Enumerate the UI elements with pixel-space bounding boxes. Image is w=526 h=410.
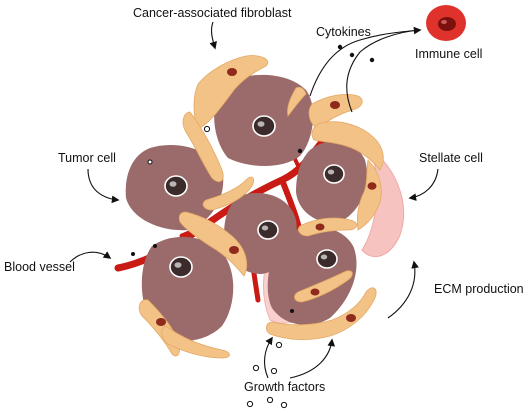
cytokines-arrow-lower — [346, 29, 421, 113]
tumor-cell — [125, 144, 224, 231]
growth-factors-arrow-1 — [263, 336, 273, 379]
fibroblast — [298, 217, 357, 237]
tumor-cell-label: Tumor cell — [58, 151, 116, 165]
ecm-production-arrow — [387, 260, 419, 319]
fibroblast — [178, 211, 248, 277]
stellate-cell-arrow — [408, 168, 439, 201]
tumor-cell — [214, 74, 314, 166]
fibroblast — [356, 159, 382, 231]
fibroblast — [266, 287, 377, 340]
immune-cell-label: Immune cell — [415, 47, 483, 61]
cytokine-particles — [131, 44, 375, 313]
stellate-cell-label: Stellate cell — [419, 151, 483, 165]
caf-label: Cancer-associated fibroblast — [133, 6, 292, 20]
fibroblast — [311, 121, 384, 171]
fibroblasts — [138, 55, 384, 359]
fibroblast — [294, 270, 353, 303]
tumor-cell — [267, 226, 357, 325]
ecm-production-label: ECM production — [434, 282, 524, 296]
growth-factors-label: Growth factors — [244, 380, 326, 394]
blood-vessel-arrow — [69, 251, 112, 263]
fibroblast — [202, 176, 254, 211]
immune-cell — [426, 5, 466, 41]
fibroblast — [287, 86, 307, 117]
growth-factor-particles — [147, 125, 288, 409]
cytokines-label: Cytokines — [316, 25, 371, 39]
caf-arrow — [209, 21, 217, 50]
fibroblast — [182, 111, 224, 183]
tumor-cell — [141, 236, 234, 341]
fibroblast — [193, 55, 269, 131]
tumor-cell — [296, 140, 368, 223]
arrows — [69, 21, 439, 379]
blood-vessel-label: Blood vessel — [4, 260, 75, 274]
cytokines-arrow-upper — [309, 26, 422, 97]
growth-factors-arrow-2 — [289, 338, 336, 379]
fibroblast — [161, 325, 230, 359]
tumor-cell-arrow — [87, 168, 120, 204]
